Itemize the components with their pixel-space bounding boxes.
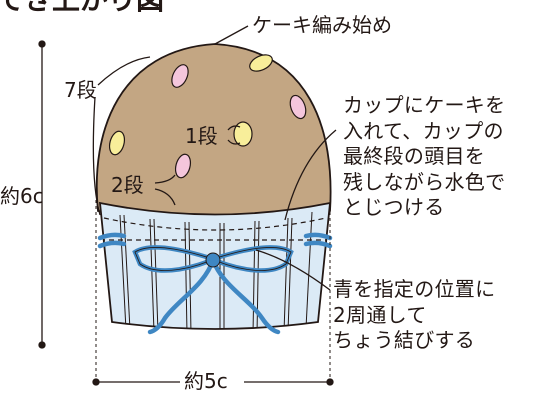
bean-pink: [289, 94, 307, 120]
label-row-7: 7段: [64, 78, 97, 102]
bean-pink: [171, 64, 189, 88]
label-start-point: ケーキ編み始め: [252, 13, 392, 37]
dimension-lines: [38, 40, 334, 386]
page-heading: でき上がり図: [0, 0, 164, 14]
note-ribbon-tie: 青を指定の位置に 2周通して ちょう結びする: [333, 277, 496, 352]
label-row-2: 2段: [111, 173, 144, 197]
leader-lines: [92, 25, 337, 291]
label-row-1: 1段: [185, 124, 218, 148]
label-width: 約5c: [184, 369, 228, 393]
ribbon-knot: [205, 252, 221, 268]
note-cup-attach: カップにケーキを 入れて、カップの 最終段の頭目を 残しながら水色で とじつける: [343, 93, 506, 219]
bean-yellow: [249, 54, 273, 72]
rim-stitch-line: [103, 217, 327, 231]
label-height: 約6c: [0, 184, 44, 208]
bean-pink: [174, 153, 192, 179]
bean-yellow: [108, 130, 126, 156]
bean-yellow: [233, 121, 253, 147]
